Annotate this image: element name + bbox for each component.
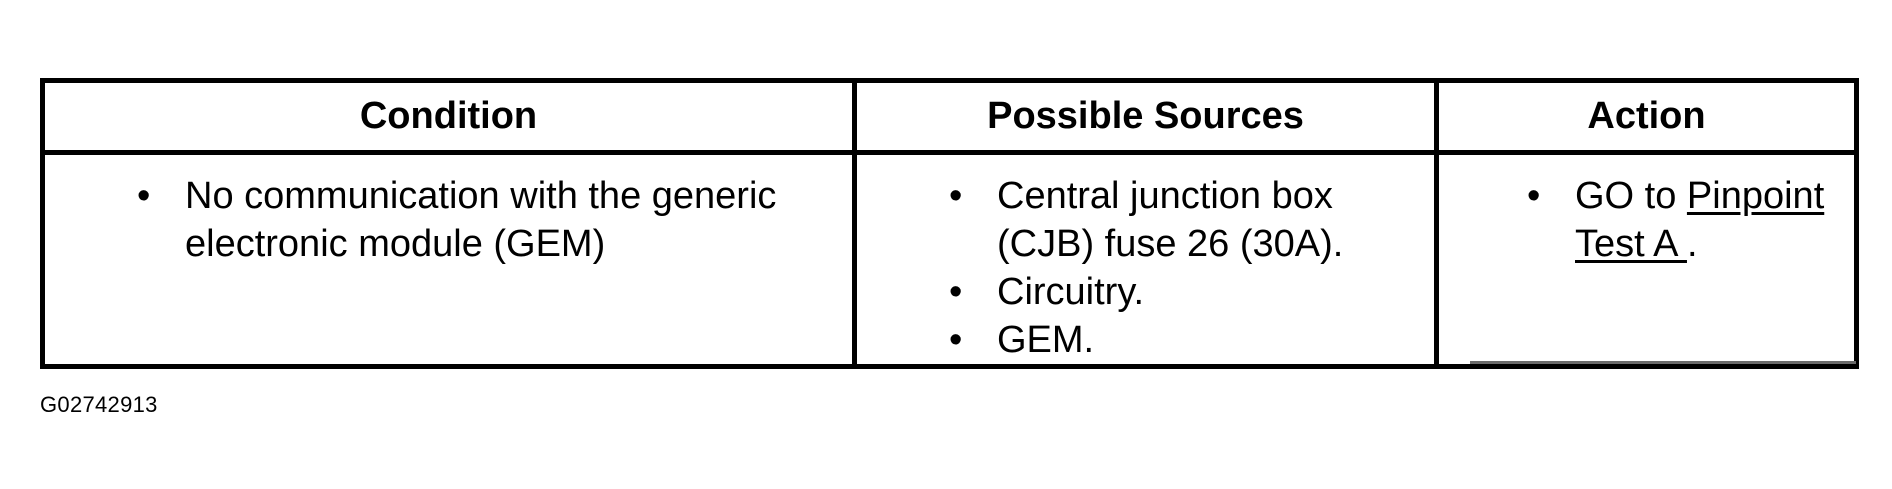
bullet-icon: •: [949, 175, 963, 217]
table-shadow-line: [1470, 361, 1856, 364]
bullet-icon: •: [137, 175, 151, 217]
condition-cell: • No communication with the generic elec…: [40, 150, 857, 369]
diagnostic-table: Condition Possible Sources Action • No c…: [40, 78, 1859, 369]
action-cell: • GO to Pinpoint Test A .: [1434, 150, 1859, 369]
condition-list: • No communication with the generic elec…: [45, 155, 852, 268]
list-item: • Circuitry.: [949, 268, 1434, 316]
bullet-icon: •: [949, 271, 963, 313]
list-item: • Central junction box (CJB) fuse 26 (30…: [949, 172, 1434, 268]
action-suffix-text: .: [1686, 223, 1698, 265]
action-prefix-text: GO to: [1575, 175, 1687, 217]
pinpoint-test-link[interactable]: Pinpoint Test A: [1575, 175, 1825, 265]
bullet-icon: •: [1527, 175, 1541, 217]
condition-text: No communication with the generic electr…: [185, 175, 777, 265]
action-list: • GO to Pinpoint Test A .: [1439, 155, 1854, 268]
figure-id: G02742913: [40, 392, 158, 417]
list-item: • GEM.: [949, 316, 1434, 364]
header-possible-sources: Possible Sources: [852, 78, 1439, 155]
bullet-icon: •: [949, 319, 963, 361]
table-header-row: Condition Possible Sources Action: [40, 78, 1859, 155]
header-condition: Condition: [40, 78, 857, 155]
source-text: Circuitry.: [997, 271, 1145, 313]
sources-list: • Central junction box (CJB) fuse 26 (30…: [857, 155, 1434, 364]
source-text: GEM.: [997, 319, 1095, 361]
table-row: • No communication with the generic elec…: [40, 150, 1859, 369]
list-item: • No communication with the generic elec…: [137, 172, 852, 268]
possible-sources-cell: • Central junction box (CJB) fuse 26 (30…: [852, 150, 1439, 369]
list-item: • GO to Pinpoint Test A .: [1527, 172, 1854, 268]
source-text: Central junction box (CJB) fuse 26 (30A)…: [997, 175, 1344, 265]
header-action: Action: [1434, 78, 1859, 155]
